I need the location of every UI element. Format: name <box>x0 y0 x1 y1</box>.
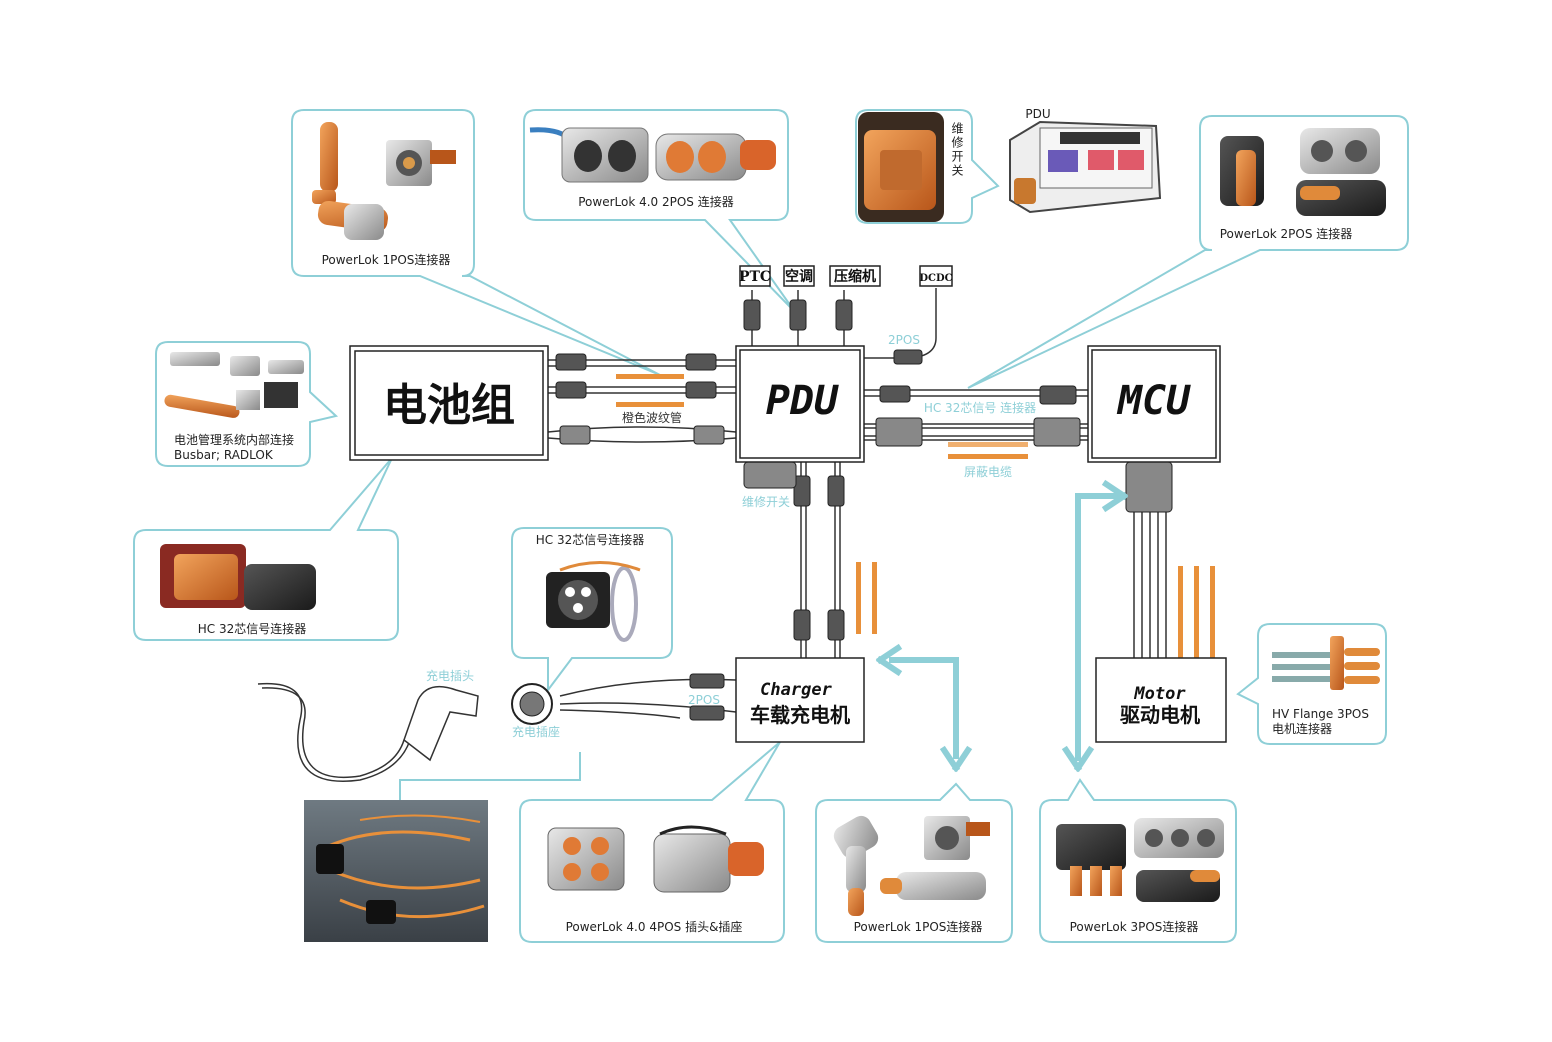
mcu-box[interactable] <box>1087 345 1221 463</box>
annotation-2pos-charger: 2POS <box>688 693 720 707</box>
annotation-shielded: 屏蔽电缆 <box>964 465 1012 479</box>
callout-label-powerlok-1pos-bottom: PowerLok 1POS连接器 <box>854 919 983 934</box>
callout-label-pdu-photo: PDU <box>1025 107 1050 121</box>
annotation-service-switch: 维修开关 <box>742 494 790 509</box>
annotation-charge-plug: 充电插头 <box>426 668 474 683</box>
load-dcdc-label: DCDC <box>919 273 952 284</box>
callout-label-bms-line1: 电池管理系统内部连接 <box>174 432 294 447</box>
main-boxes <box>349 265 1227 743</box>
hc32-mid-picture <box>546 561 641 642</box>
annotation-charge-socket: 充电插座 <box>512 724 560 739</box>
mcu-label: MCU <box>1116 378 1191 424</box>
pdu-label: PDU <box>766 378 839 424</box>
annotation-hc32-link: HC 32芯信号 连接器 <box>924 400 1036 415</box>
callout-powerlok-1pos-bottom <box>815 782 1013 943</box>
motor-label-cn: 驱动电机 <box>1120 703 1200 727</box>
load-ac-label: 空调 <box>785 268 813 285</box>
battery-label: 电池组 <box>383 380 515 431</box>
teal-arrows <box>875 479 1129 773</box>
callout-label-hc32-mid: HC 32芯信号连接器 <box>536 532 645 547</box>
callout-label-powerlok40-4pos: PowerLok 4.0 4POS 插头&插座 <box>566 919 743 934</box>
powerlok-3pos-picture <box>1056 818 1224 902</box>
pdu-picture <box>1009 120 1162 214</box>
callout-label-powerlok40-2pos: PowerLok 4.0 2POS 连接器 <box>578 194 734 209</box>
arrow-motor-3pos <box>1075 493 1121 761</box>
callout-powerlok-1pos-top <box>291 109 661 376</box>
callout-label-powerlok-1pos-top: PowerLok 1POS连接器 <box>322 252 451 267</box>
motor-box[interactable] <box>1095 657 1227 743</box>
callout-label-hv-flange-line2: 电机连接器 <box>1272 721 1332 736</box>
load-ptc-box[interactable] <box>739 265 771 287</box>
powerlok40-2pos-picture <box>529 127 776 183</box>
callout-label-powerlok-3pos: PowerLok 3POS连接器 <box>1070 919 1199 934</box>
pdu-box[interactable] <box>735 345 865 463</box>
annotation-2pos-top: 2POS <box>888 333 920 347</box>
callout-label-powerlok-2pos-right: PowerLok 2POS 连接器 <box>1220 226 1353 241</box>
charging-gun-cable <box>257 682 411 782</box>
connector-plugs <box>511 299 1173 725</box>
load-ptc-label: PTC <box>739 269 771 285</box>
service-switch-picture <box>858 112 944 222</box>
callout-label-hc32-left: HC 32芯信号连接器 <box>198 621 307 636</box>
battery-box[interactable] <box>349 345 549 461</box>
component-pictures <box>160 112 1386 942</box>
load-dcdc-box[interactable] <box>919 265 953 287</box>
motor-label-en: Motor <box>1133 684 1186 704</box>
powerlok-1pos-top-picture <box>312 122 456 240</box>
hv-flange-picture <box>1272 636 1380 690</box>
arrow-charger-1pos <box>889 657 959 759</box>
callout-label-hv-flange-line1: HV Flange 3POS <box>1272 707 1369 721</box>
orange-conduit-markers <box>616 374 1215 680</box>
powerlok-1pos-bottom-picture <box>833 815 990 916</box>
powerlok-2pos-right-picture <box>1220 128 1386 216</box>
charging-harness-photo <box>304 800 488 942</box>
load-compressor-box[interactable] <box>829 265 881 287</box>
charging-gun <box>403 685 479 762</box>
load-compressor-label: 压缩机 <box>834 268 876 285</box>
bms-busbar-picture <box>164 352 304 418</box>
callout-label-bms-line2: Busbar; RADLOK <box>174 448 274 462</box>
annotation-corrugated: 橙色波纹管 <box>622 410 682 425</box>
load-ac-box[interactable] <box>783 265 815 287</box>
charger-label-cn: 车载充电机 <box>750 703 850 727</box>
powerlok40-4pos-picture <box>547 825 764 893</box>
charger-label-en: Charger <box>760 680 832 700</box>
charger-box[interactable] <box>735 657 865 743</box>
callout-label-service-switch: 维修开关 <box>950 122 964 178</box>
hc32-left-picture <box>160 544 316 610</box>
